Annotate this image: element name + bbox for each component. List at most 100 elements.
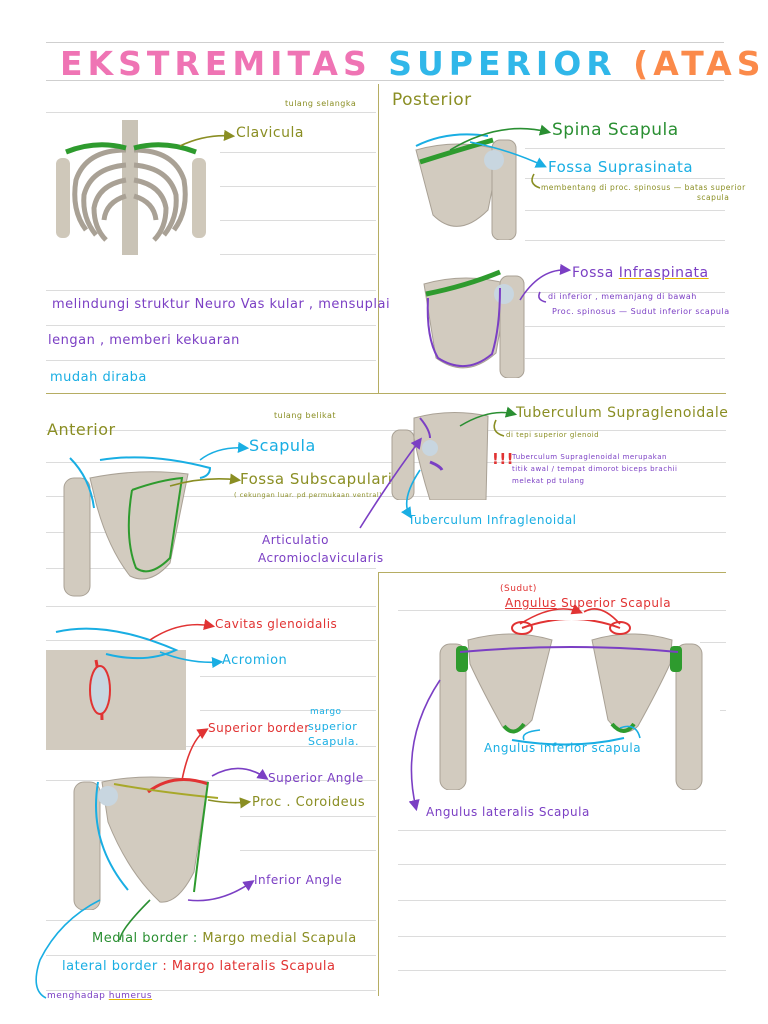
note-tub-supra: di tepi superior glenoid <box>506 431 600 439</box>
angulus-figure <box>412 620 724 790</box>
label-medial-border: Medial border : Margo medial Scapula <box>92 932 357 945</box>
rule <box>200 710 376 711</box>
posterior-scapula-figure-1 <box>388 120 528 240</box>
label-scapula: Scapula <box>249 436 316 455</box>
note-fossa-supra-1: membentang di proc. spinosus — batas sup… <box>541 183 746 192</box>
borders-scapula-figure <box>68 762 238 910</box>
rule <box>46 955 376 956</box>
desc-line-3: mudah diraba <box>50 370 147 385</box>
rule <box>220 186 376 187</box>
lateral-border-b: border <box>111 959 158 974</box>
note-fossa-infra-2: Proc. spinosus — Sudut inferior scapula <box>552 307 730 316</box>
menghadap-humerus: humerus <box>108 991 153 1001</box>
label-fossa-subscapularis: Fossa Subscapularis <box>240 470 401 488</box>
label-fossa-suprasinata: Fossa Suprasinata <box>548 158 694 176</box>
note-fossa-supra-2: scapula <box>697 193 730 202</box>
rule-title-bottom <box>46 80 724 81</box>
exclamation-marks: !!! <box>492 450 515 468</box>
rule-top <box>46 42 724 43</box>
label-spina-scapula: Spina Scapula <box>552 120 679 140</box>
page-title: EKSTREMITAS SUPERIOR (ATAS) <box>60 44 768 83</box>
squiggle-underline <box>128 1006 158 1009</box>
desc-line-2: lengan , memberi kekuaran <box>48 333 240 348</box>
rule <box>240 816 376 817</box>
rule <box>525 292 725 293</box>
label-cavitas-glenoidalis: Cavitas glenoidalis <box>215 617 338 631</box>
rule <box>525 326 725 327</box>
note-tulang-selangka: tulang selangka <box>285 99 357 108</box>
rule <box>46 606 376 607</box>
lateral-border-def: : Margo lateralis Scapula <box>162 959 336 974</box>
note-fossa-infra-1: di inferior , memanjang di bawah <box>548 292 697 301</box>
rule <box>525 178 725 179</box>
heading-posterior: Posterior <box>392 90 472 110</box>
rule <box>220 220 376 221</box>
rule <box>46 496 726 497</box>
heading-anterior: Anterior <box>47 420 116 439</box>
label-articulatio-2: Acromioclavicularis <box>258 551 384 565</box>
rule <box>398 610 726 611</box>
note-tub-line-3: melekat pd tulang <box>512 477 585 485</box>
section-divider-2 <box>378 572 726 573</box>
rule <box>46 920 376 921</box>
rule <box>398 936 726 937</box>
rule <box>398 864 726 865</box>
label-clavicula: Clavicula <box>236 125 304 141</box>
rule <box>46 532 726 533</box>
rule <box>46 430 726 431</box>
label-margo-2: superior <box>308 720 358 733</box>
anterior-scapula-figure <box>60 448 220 598</box>
label-angulus-lateralis: Angulus lateralis Scapula <box>426 805 590 819</box>
rule <box>46 360 376 361</box>
rule <box>46 990 376 991</box>
posterior-scapula-figure-2 <box>396 258 536 378</box>
label-tuberculum-infraglenoidal: Tuberculum Infraglenoidal <box>408 513 577 527</box>
title-word-3: (ATAS) <box>633 44 768 83</box>
label-inferior-angle: Inferior Angle <box>254 873 343 887</box>
rule <box>720 710 726 711</box>
section-divider-1 <box>46 393 726 394</box>
angulus-superior-b: Superior Scapula <box>561 596 672 610</box>
note-tulang-belikat: tulang belikat <box>274 411 336 420</box>
rule <box>46 325 376 326</box>
title-word-1: EKSTREMITAS <box>60 44 372 83</box>
label-margo-3: Scapula. <box>308 735 360 748</box>
note-tub-line-2: titik awal / tempat dimorot biceps brach… <box>512 465 678 473</box>
thorax-figure <box>46 120 216 255</box>
note-fossa-subscap: ( cekungan luar. pd permukaan ventral) <box>234 491 383 499</box>
note-tub-line-1: Tuberculum Supraglenoidal merupakan <box>512 453 667 461</box>
rule <box>46 780 376 781</box>
label-margo-1: margo <box>310 707 342 717</box>
rule <box>46 746 376 747</box>
label-fossa-infraspinata: Fossa Infraspinata <box>572 266 709 280</box>
rule <box>700 642 726 643</box>
lateral-border-a: lateral <box>62 959 108 974</box>
label-acromion: Acromion <box>222 653 288 668</box>
medial-border-def: Margo medial Scapula <box>202 931 357 946</box>
rule <box>220 152 376 153</box>
desc-line-1: melindungi struktur Neuro Vas kular , me… <box>52 297 391 312</box>
label-proc-coracoid: Proc . Coroideus <box>252 795 366 810</box>
rule <box>200 676 376 677</box>
label-fossa-infra-underlined: Infraspinata <box>618 265 709 281</box>
rule <box>525 148 725 149</box>
column-divider-top <box>378 84 379 394</box>
rule <box>240 850 376 851</box>
label-articulatio-1: Articulatio <box>262 533 329 547</box>
label-angulus-inferior: Angulus inferior scapula <box>484 741 642 755</box>
angulus-superior-a: Angulus <box>505 596 557 610</box>
label-superior-angle: Superior Angle <box>268 771 364 785</box>
rule <box>525 240 725 241</box>
glenoid-figure <box>390 408 490 500</box>
rule <box>398 830 726 831</box>
rule <box>46 112 376 113</box>
label-lateral-border: lateral border : Margo lateralis Scapula <box>62 960 336 973</box>
menghadap-text: menghadap <box>47 991 106 1001</box>
label-superior-border: Superior border : <box>208 721 319 735</box>
label-angulus-superior: Angulus Superior Scapula <box>505 597 671 609</box>
medial-border-term: Medial border : <box>92 931 198 946</box>
rule <box>46 290 376 291</box>
note-sudut: (Sudut) <box>500 584 537 594</box>
